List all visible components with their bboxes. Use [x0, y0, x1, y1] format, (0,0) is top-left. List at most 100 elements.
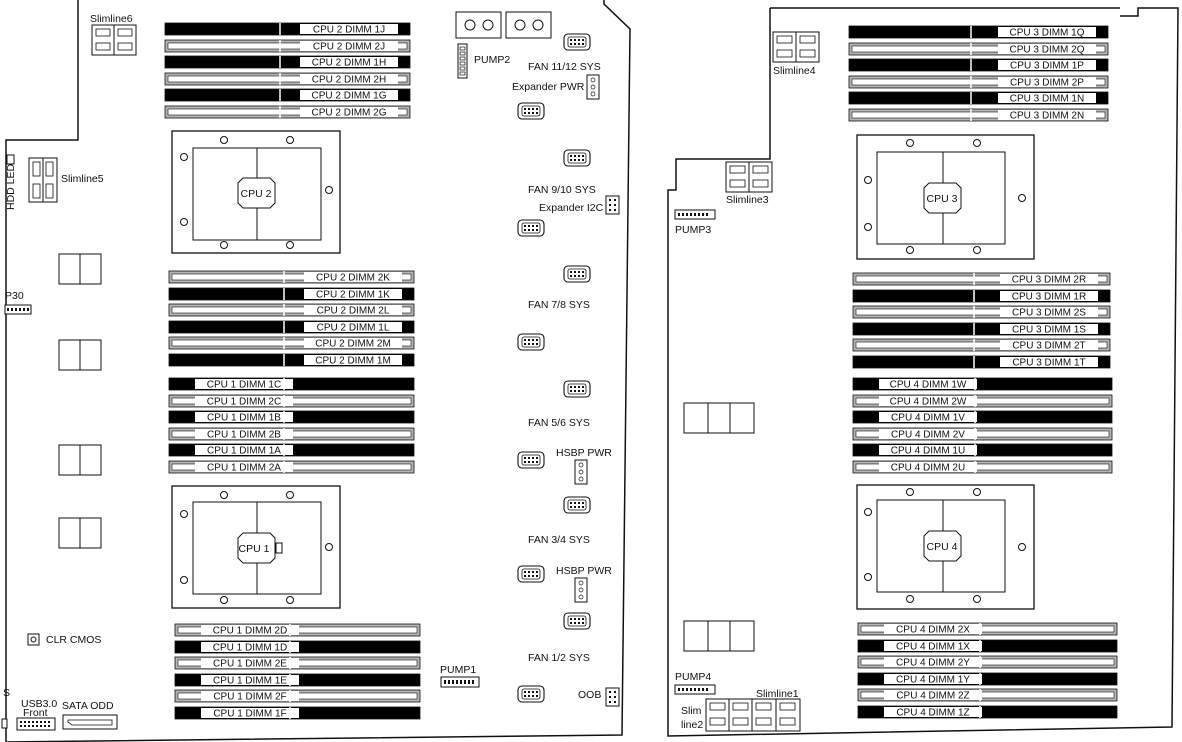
dimm-label: CPU 1 DIMM 2F: [213, 692, 286, 703]
slimline6-label: Slimline6: [90, 13, 133, 25]
pump1-label: PUMP1: [440, 664, 476, 676]
dimm-slot-cpu1-bottom-0: CPU 1 DIMM 2D: [174, 623, 421, 637]
fan-header-8: [517, 451, 545, 469]
sata-odd-label: SATA ODD: [62, 700, 114, 712]
dimm-label: CPU 2 DIMM 2L: [317, 306, 390, 317]
fan-header-10: [517, 565, 545, 583]
slimline5-connector: [28, 157, 58, 203]
expander-pwr-label: Expander PWR: [512, 81, 585, 93]
fan-header-2: [517, 102, 545, 120]
slimline1-2-connectors: [705, 698, 801, 732]
left-board-outline: [5, 0, 631, 742]
cpu4-socket: CPU 4: [856, 484, 1035, 610]
fan-9-10-label: FAN 9/10 SYS: [528, 184, 596, 196]
dimm-slot-cpu2-bottom-1: CPU 2 DIMM 1K: [168, 287, 415, 301]
expander-i2c-connector: [605, 195, 620, 215]
dimm-label: CPU 4 DIMM 2Y: [896, 658, 970, 669]
dimm-label: CPU 3 DIMM 2T: [1012, 341, 1085, 352]
dimm-label: CPU 1 DIMM 1F: [213, 709, 286, 720]
riser-blocks-left: [58, 253, 102, 549]
usb-front-label-b: Front: [23, 707, 48, 719]
p30-connector: [4, 304, 32, 315]
dimm-slot-cpu1-top-1: CPU 1 DIMM 2C: [168, 394, 415, 408]
dimm-label: CPU 4 DIMM 2U: [891, 463, 965, 474]
dimm-slot-cpu4-top-4: CPU 4 DIMM 1U: [852, 443, 1113, 457]
dimm-slot-cpu4-top-0: CPU 4 DIMM 1W: [852, 377, 1113, 391]
dimm-label: CPU 4 DIMM 1Y: [896, 675, 970, 686]
dimm-label: CPU 2 DIMM 1G: [311, 91, 386, 102]
slimline3-connector: [725, 161, 773, 193]
dimm-slot-cpu2-top-4: CPU 2 DIMM 1G: [164, 88, 411, 102]
expander-pwr-connector: [586, 74, 600, 100]
right-board-outline: [667, 7, 1179, 737]
dimm-slot-cpu4-bottom-3: CPU 4 DIMM 1Y: [857, 672, 1118, 686]
dimm-slot-cpu4-bottom-5: CPU 4 DIMM 1Z: [857, 705, 1118, 719]
dimm-slot-cpu2-bottom-2: CPU 2 DIMM 2L: [168, 303, 415, 317]
dimm-label: CPU 1 DIMM 2B: [207, 430, 281, 441]
dimm-slot-cpu1-top-5: CPU 1 DIMM 2A: [168, 460, 415, 474]
dimm-label: CPU 4 DIMM 2V: [891, 430, 965, 441]
dimm-label: CPU 4 DIMM 2X: [896, 625, 970, 636]
dimm-label: CPU 3 DIMM 1S: [1012, 325, 1086, 336]
dimm-label: CPU 3 DIMM 2R: [1012, 275, 1086, 286]
cpu3-label: CPU 3: [927, 193, 958, 205]
fan-1-2-label: FAN 1/2 SYS: [528, 652, 590, 664]
cpu2-label: CPU 2: [241, 188, 272, 200]
dimm-label: CPU 2 DIMM 2M: [315, 339, 391, 350]
dimm-slot-cpu4-top-5: CPU 4 DIMM 2U: [852, 460, 1113, 474]
dimm-label: CPU 2 DIMM 1L: [317, 323, 390, 334]
dimm-label: CPU 2 DIMM 1M: [315, 356, 391, 367]
dimm-label: CPU 4 DIMM 1W: [890, 380, 967, 391]
dimm-label: CPU 3 DIMM 1N: [1010, 94, 1084, 105]
dimm-label: CPU 4 DIMM 1V: [891, 413, 965, 424]
dimm-slot-cpu3-bottom-2: CPU 3 DIMM 2S: [852, 305, 1111, 319]
hsbp-pwr-label-1: HSBP PWR: [556, 447, 612, 459]
dimm-label: CPU 1 DIMM 1E: [213, 676, 287, 687]
dimm-label: CPU 2 DIMM 2K: [316, 273, 390, 284]
dimm-label: CPU 4 DIMM 1X: [896, 642, 970, 653]
dimm-slot-cpu3-bottom-1: CPU 3 DIMM 1R: [852, 289, 1111, 303]
dimm-slot-cpu3-top-1: CPU 3 DIMM 2Q: [848, 42, 1109, 56]
dimm-label: CPU 3 DIMM 2S: [1012, 308, 1086, 319]
fan-header-11: [563, 612, 591, 630]
pump4-label: PUMP4: [675, 671, 711, 683]
dimm-label: CPU 1 DIMM 2A: [207, 463, 281, 474]
dimm-label: CPU 3 DIMM 2P: [1010, 78, 1084, 89]
dimm-slot-cpu3-bottom-5: CPU 3 DIMM 1T: [852, 355, 1111, 369]
dimm-slot-cpu4-bottom-1: CPU 4 DIMM 1X: [857, 639, 1118, 653]
fan-header-7: [563, 380, 591, 398]
fan-header-5: [563, 265, 591, 283]
clr-cmos-jumper: [27, 633, 40, 646]
dimm-slot-cpu2-top-3: CPU 2 DIMM 2H: [164, 72, 411, 86]
dimm-label: CPU 1 DIMM 2C: [207, 397, 281, 408]
slimline4-label: Slimline4: [773, 65, 816, 77]
dimm-label: CPU 4 DIMM 2W: [890, 397, 967, 408]
dimm-slot-cpu1-top-2: CPU 1 DIMM 1B: [168, 410, 415, 424]
oob-label: OOB: [578, 689, 601, 701]
dimm-slot-cpu2-bottom-0: CPU 2 DIMM 2K: [168, 270, 415, 284]
fan-11-12-label: FAN 11/12 SYS: [528, 61, 601, 73]
fan-header-4: [517, 219, 545, 237]
dimm-slot-cpu2-top-1: CPU 2 DIMM 2J: [164, 39, 411, 53]
dimm-slot-cpu1-top-4: CPU 1 DIMM 1A: [168, 443, 415, 457]
power-connector-pair: [455, 11, 552, 39]
fan-3-4-label: FAN 3/4 SYS: [528, 534, 590, 546]
dimm-slot-cpu1-top-3: CPU 1 DIMM 2B: [168, 427, 415, 441]
slimline4-connector: [772, 31, 820, 63]
dimm-slot-cpu2-bottom-3: CPU 2 DIMM 1L: [168, 320, 415, 334]
fan-header-1: [563, 33, 591, 51]
dimm-label: CPU 3 DIMM 2Q: [1009, 45, 1084, 56]
pump3-label: PUMP3: [675, 224, 711, 236]
edge-s-label: S: [3, 687, 10, 699]
p30-label: P30: [5, 290, 24, 302]
dimm-slot-cpu1-bottom-2: CPU 1 DIMM 2E: [174, 656, 421, 670]
dimm-slot-cpu3-top-0: CPU 3 DIMM 1Q: [848, 25, 1109, 39]
dimm-slot-cpu3-top-4: CPU 3 DIMM 1N: [848, 91, 1109, 105]
dimm-slot-cpu4-bottom-4: CPU 4 DIMM 2Z: [857, 688, 1118, 702]
dimm-label: CPU 2 DIMM 1K: [316, 290, 390, 301]
cpu3-socket: CPU 3: [856, 134, 1035, 260]
pump3-connector: [674, 209, 716, 220]
pump1-connector: [440, 676, 480, 688]
